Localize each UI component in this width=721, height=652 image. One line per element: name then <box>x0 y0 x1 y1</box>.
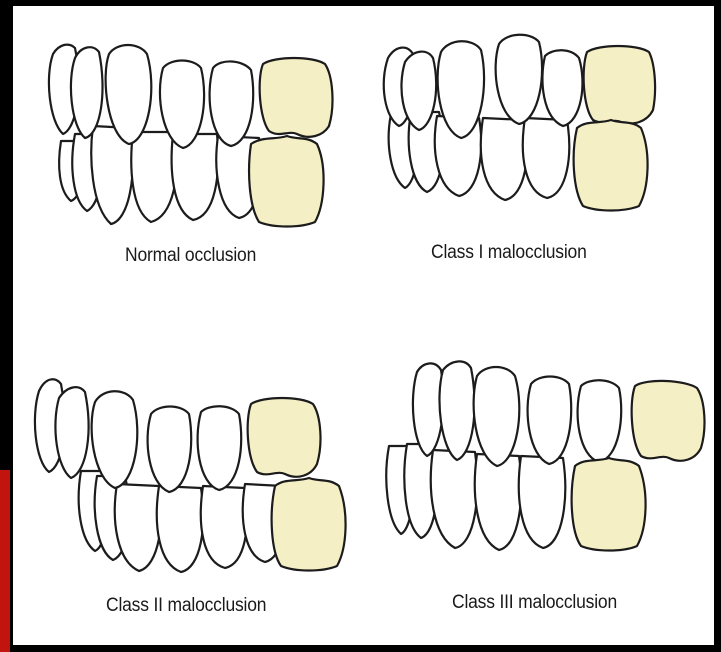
red-accent-strip <box>0 470 10 652</box>
normal-occlusion-caption: Normal occlusion <box>125 245 256 267</box>
lower-arch <box>79 471 286 572</box>
class-i-caption: Class I malocclusion <box>431 242 587 264</box>
class-i-illustration <box>384 35 655 211</box>
class-iii-caption: Class III malocclusion <box>452 592 617 614</box>
highlighted-first-molars <box>249 58 332 227</box>
class-iii-illustration <box>386 361 704 550</box>
lower-arch <box>386 444 565 550</box>
occlusion-diagram <box>13 6 714 645</box>
diagram-panel: Normal occlusion Class I malocclusion Cl… <box>13 6 714 645</box>
class-ii-illustration <box>35 379 346 572</box>
normal-occlusion-illustration <box>49 45 333 227</box>
class-ii-caption: Class II malocclusion <box>106 595 266 617</box>
upper-arch <box>35 379 241 492</box>
highlighted-first-molars <box>574 46 655 211</box>
